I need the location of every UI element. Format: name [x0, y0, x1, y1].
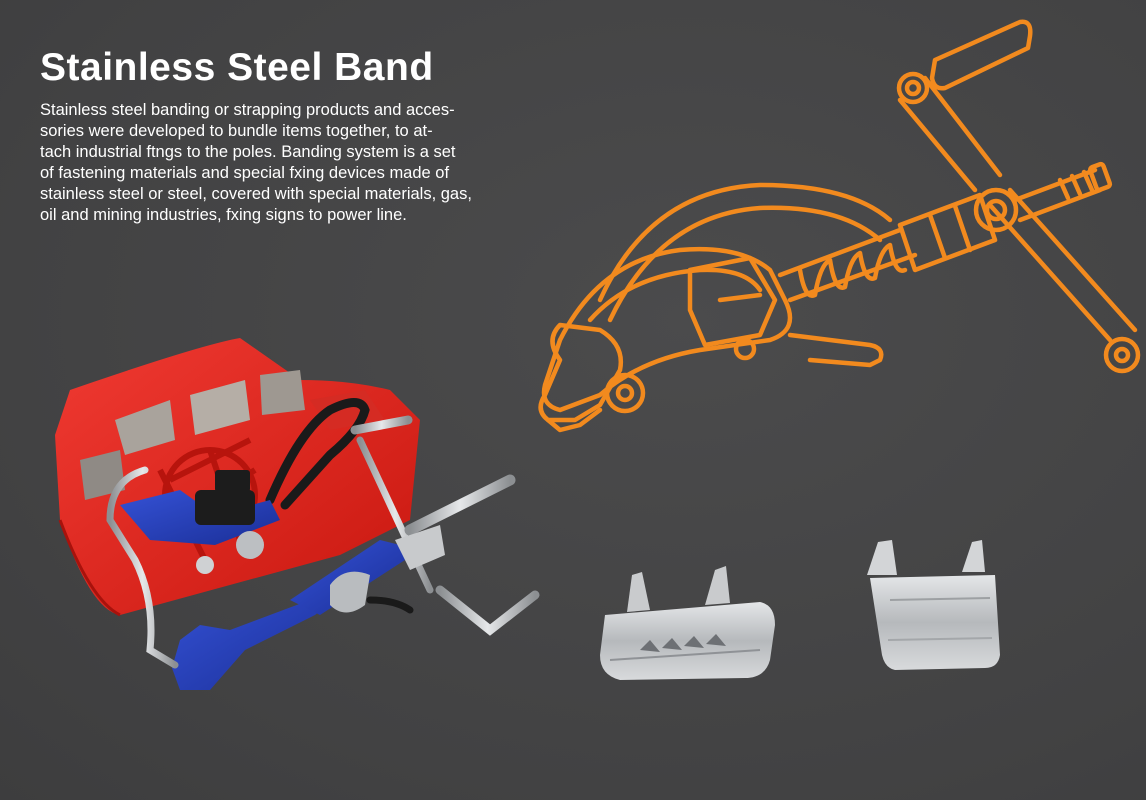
flat-buckle-icon [867, 540, 1000, 670]
description-line: oil and mining industries, fxing signs t… [40, 206, 407, 224]
description-text: Stainless steel banding or strapping pro… [40, 100, 600, 226]
description-line: tach industrial ftngs to the poles. Band… [40, 143, 456, 161]
description-line: of fastening materials and special fxing… [40, 164, 450, 182]
description-line: Stainless steel banding or strapping pro… [40, 101, 455, 119]
toothed-buckle-icon [600, 566, 775, 680]
page-title: Stainless Steel Band [40, 46, 434, 89]
description-line: stainless steel or steel, covered with s… [40, 185, 472, 203]
description-line: sories were developed to bundle items to… [40, 122, 433, 140]
